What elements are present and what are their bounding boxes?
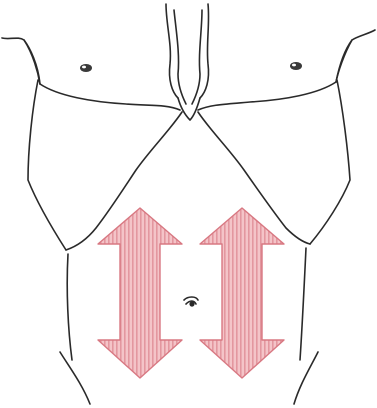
neck-inner-left-line xyxy=(174,10,186,104)
sternum-notch-line xyxy=(178,98,200,120)
right-armpit-line xyxy=(336,40,352,82)
neck-left-line xyxy=(166,4,178,98)
right-chest-side-line xyxy=(310,80,350,244)
right-pectoral-line xyxy=(198,82,336,110)
left-nipple-icon xyxy=(80,64,92,72)
right-shoulder-line xyxy=(336,30,375,82)
neck-inner-right-line xyxy=(192,10,202,104)
left-pectoral-line xyxy=(40,84,180,110)
right-stretch-arrow xyxy=(200,208,284,378)
right-groin-line xyxy=(294,352,318,404)
navel-icon xyxy=(184,297,198,306)
left-flank-line xyxy=(67,254,72,360)
left-chest-side-line xyxy=(28,80,66,250)
left-groin-line xyxy=(60,352,90,404)
right-flank-line xyxy=(300,248,306,360)
left-armpit-line xyxy=(24,40,40,84)
right-nipple-icon xyxy=(290,62,302,70)
left-stretch-arrow xyxy=(98,208,182,378)
